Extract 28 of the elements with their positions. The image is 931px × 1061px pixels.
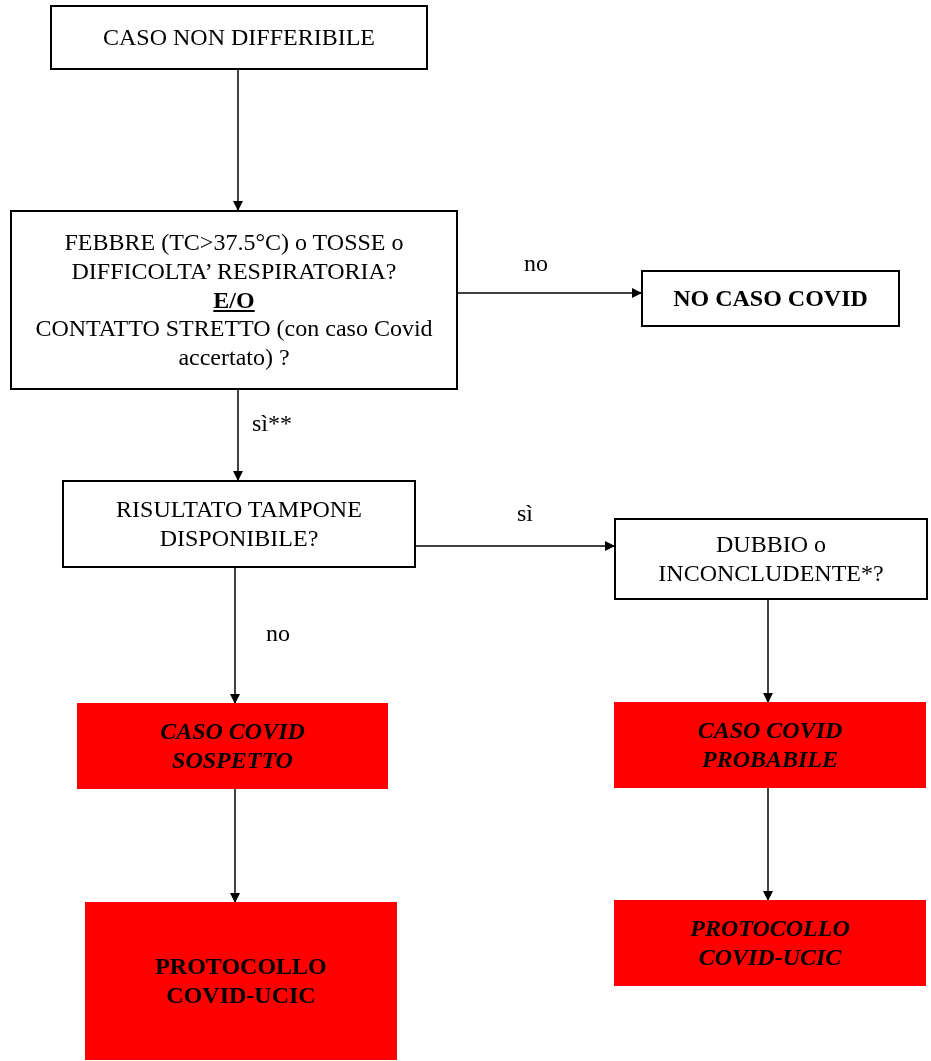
- box-text: CASO NON DIFFERIBILE: [103, 23, 375, 52]
- box-text: FEBBRE (TC>37.5°C) o TOSSE o DIFFICOLTA’ RESPIRATORIA?: [63, 228, 405, 286]
- arrow: [233, 69, 243, 211]
- alert-box: [614, 900, 926, 986]
- box-text: DUBBIO o INCONCLUDENTE*?: [657, 530, 885, 588]
- process-box: [641, 270, 900, 327]
- arrow: [457, 288, 642, 298]
- arrow: [233, 389, 243, 481]
- box-text: E/O: [213, 285, 255, 315]
- box-text: CONTATTO STRETTO (con caso Covid accertato) ?: [34, 314, 434, 372]
- arrow: [763, 599, 773, 703]
- box-text: RISULTATO TAMPONE DISPONIBILE?: [115, 495, 363, 553]
- alert-box: [85, 902, 397, 1060]
- box-text: PROTOCOLLO COVID-UCIC: [689, 914, 851, 972]
- arrow: [230, 567, 240, 704]
- arrow: [415, 541, 615, 551]
- box-text: CASO COVID PROBABILE: [696, 716, 844, 774]
- arrow: [230, 788, 240, 903]
- process-box: [50, 5, 428, 70]
- process-box: [62, 480, 416, 568]
- box-text: NO CASO COVID: [673, 284, 868, 313]
- arrow: [763, 787, 773, 901]
- box-text: PROTOCOLLO COVID-UCIC: [154, 952, 328, 1010]
- box-text: CASO COVID SOSPETTO: [159, 717, 306, 775]
- alert-box: [77, 703, 388, 789]
- alert-box: [614, 702, 926, 788]
- process-box: [10, 210, 458, 390]
- process-box: [614, 518, 928, 600]
